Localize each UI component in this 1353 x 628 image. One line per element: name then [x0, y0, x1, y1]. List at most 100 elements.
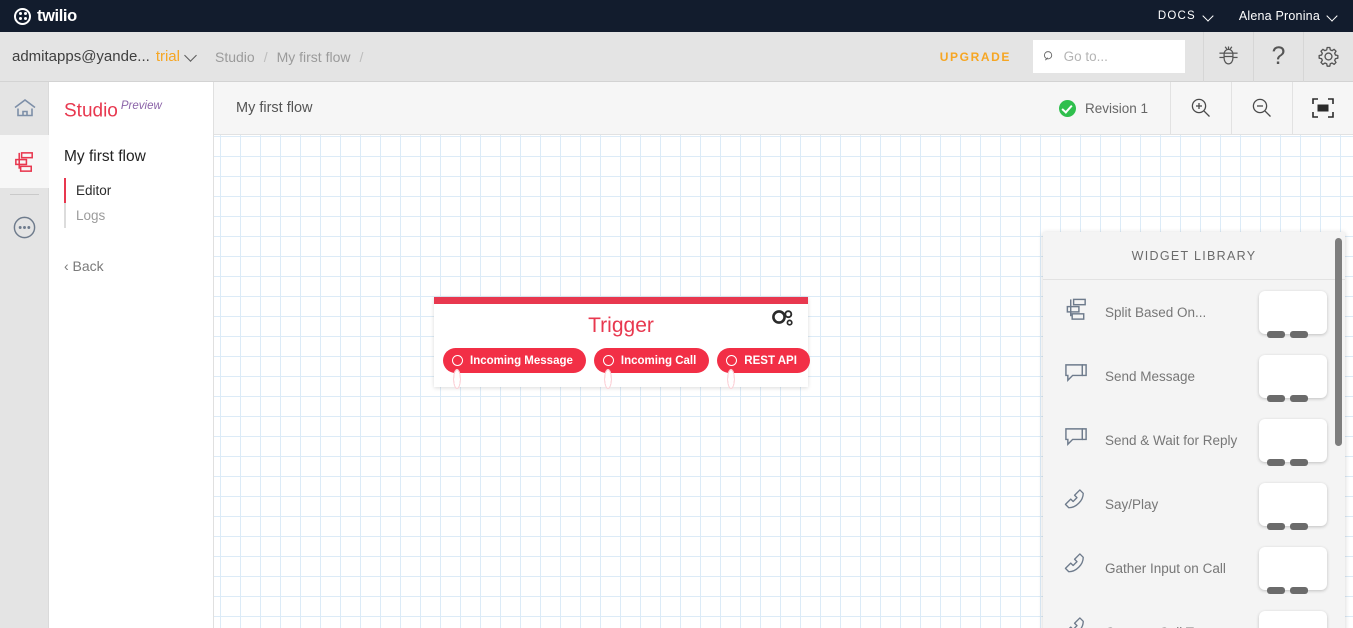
settings-button[interactable] — [1303, 31, 1353, 82]
split-icon — [1063, 297, 1093, 327]
output-handle-icon — [602, 355, 614, 366]
trigger-node[interactable]: Trigger Incoming Message Inc — [434, 297, 810, 389]
top-navigation-bar: twilio DOCS Alena Pronina — [0, 0, 1353, 32]
flow-name-heading: My first flow — [64, 148, 146, 166]
widget-preview-card[interactable] — [1259, 290, 1327, 338]
trigger-node-title: Trigger — [588, 314, 654, 337]
sidebar-item-editor[interactable]: Editor — [64, 178, 213, 204]
breadcrumb-separator-2: / — [359, 48, 364, 65]
bug-icon — [1219, 46, 1238, 65]
chat-bubble-icon — [1063, 361, 1093, 391]
upgrade-button[interactable]: UPGRADE — [939, 49, 1011, 64]
more-icon — [13, 216, 36, 239]
search-box[interactable] — [1033, 40, 1185, 73]
output-label: REST API — [744, 354, 797, 367]
product-title-text: Studio — [64, 100, 118, 122]
widget-label: Connect Call To — [1105, 625, 1259, 628]
trigger-output-incoming-message[interactable]: Incoming Message — [443, 348, 586, 389]
search-input[interactable] — [1063, 49, 1175, 64]
rail-item-more[interactable] — [0, 201, 49, 254]
output-connector[interactable] — [727, 369, 736, 389]
canvas-flow-title: My first flow — [236, 100, 313, 116]
rail-item-studio[interactable] — [0, 135, 49, 188]
trigger-node-accent-bar — [434, 297, 808, 304]
left-icon-rail — [0, 82, 49, 628]
account-email-label: admitapps@yande... — [12, 48, 150, 65]
user-menu[interactable]: Alena Pronina — [1239, 9, 1337, 23]
output-label: Incoming Call — [620, 354, 697, 367]
preview-badge: Preview — [120, 100, 162, 112]
widget-label: Say/Play — [1105, 496, 1159, 512]
gear-icon — [1318, 46, 1339, 67]
canvas-toolbar-right: Revision 1 — [1058, 82, 1353, 135]
widget-preview-card[interactable] — [1259, 482, 1327, 530]
widget-item-connect-call-to[interactable]: Connect Call To — [1043, 600, 1345, 628]
widget-item-say-play[interactable]: Say/Play — [1043, 472, 1345, 536]
sidebar-item-logs[interactable]: Logs — [64, 203, 213, 229]
zoom-out-icon — [1252, 98, 1271, 117]
widget-label: Gather Input on Call — [1105, 560, 1226, 576]
breadcrumb-item-flow[interactable]: My first flow — [276, 48, 351, 65]
top-nav-right-group: DOCS Alena Pronina — [1158, 9, 1337, 23]
help-icon: ? — [1271, 42, 1286, 70]
chevron-down-icon — [1204, 12, 1213, 21]
sub-header-bar: admitapps@yande... trial Studio / My fir… — [0, 31, 1353, 82]
check-circle-icon — [1058, 99, 1076, 117]
flow-canvas-grid[interactable]: Trigger Incoming Message Inc — [214, 135, 1353, 628]
breadcrumb-separator: / — [263, 48, 268, 65]
fit-to-screen-button[interactable] — [1292, 82, 1353, 135]
help-button[interactable]: ? — [1253, 31, 1303, 82]
widget-label: Send Message — [1105, 368, 1196, 384]
widget-preview-card[interactable] — [1259, 418, 1327, 466]
home-icon — [14, 99, 35, 117]
breadcrumb-item-studio[interactable]: Studio — [214, 48, 255, 65]
twilio-logo-text: twilio — [37, 6, 77, 25]
zoom-out-button[interactable] — [1231, 82, 1292, 135]
widget-preview-card[interactable] — [1259, 610, 1327, 628]
connector-endpoint[interactable] — [727, 369, 736, 389]
back-link[interactable]: ‹ Back — [64, 258, 104, 275]
studio-flows-icon — [15, 151, 33, 172]
widget-item-gather-input-on-call[interactable]: Gather Input on Call — [1043, 536, 1345, 600]
docs-label: DOCS — [1157, 10, 1196, 22]
debugger-button[interactable] — [1203, 31, 1253, 82]
phone-icon — [1063, 617, 1093, 628]
twilio-logo[interactable]: twilio — [14, 7, 77, 26]
rail-item-home[interactable] — [0, 82, 49, 135]
fit-to-screen-icon — [1312, 98, 1334, 118]
widget-library-title: WIDGET LIBRARY — [1043, 232, 1345, 280]
trigger-output-incoming-call[interactable]: Incoming Call — [593, 348, 710, 389]
widget-item-send-message[interactable]: Send Message — [1043, 344, 1345, 408]
widget-preview-card[interactable] — [1259, 354, 1327, 402]
trial-badge: trial — [155, 48, 180, 65]
twilio-logo-icon — [14, 7, 31, 25]
phone-icon — [1063, 489, 1093, 519]
output-label: Incoming Message — [470, 354, 573, 367]
phone-icon — [1063, 553, 1093, 583]
widget-library-scrollbar[interactable] — [1335, 238, 1342, 446]
account-selector[interactable]: admitapps@yande... trial — [12, 48, 197, 65]
output-connector[interactable] — [453, 369, 461, 389]
node-settings-icon — [772, 310, 793, 326]
trigger-node-body: Trigger Incoming Message Inc — [434, 304, 810, 389]
search-icon — [1043, 51, 1053, 61]
widget-item-split-based-on[interactable]: Split Based On... — [1043, 280, 1345, 344]
widget-preview-card[interactable] — [1259, 546, 1327, 594]
revision-status: Revision 1 — [1058, 99, 1170, 117]
docs-menu[interactable]: DOCS — [1158, 10, 1213, 22]
zoom-in-button[interactable] — [1170, 82, 1231, 135]
output-connector[interactable] — [603, 369, 612, 389]
widget-item-send-and-wait-for-reply[interactable]: Send & Wait for Reply — [1043, 408, 1345, 472]
connector-endpoint[interactable] — [453, 369, 461, 389]
widget-label: Split Based On... — [1105, 304, 1207, 320]
trigger-node-settings-button[interactable] — [772, 310, 794, 334]
trigger-outputs: Incoming Message Incoming Call — [434, 348, 810, 389]
connector-endpoint[interactable] — [603, 369, 612, 389]
chat-bubble-icon — [1063, 425, 1093, 455]
breadcrumb: Studio / My first flow / — [215, 49, 363, 65]
rail-divider — [9, 194, 39, 195]
output-handle-icon — [726, 355, 738, 366]
trigger-output-rest-api[interactable]: REST API — [717, 348, 810, 389]
